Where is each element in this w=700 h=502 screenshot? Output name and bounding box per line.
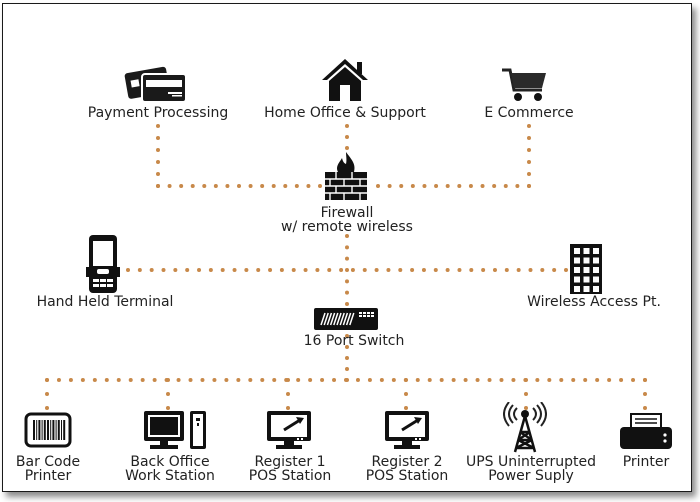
e-commerce-label: E Commerce xyxy=(484,105,574,121)
barcode-bar xyxy=(61,420,62,440)
ups-label: UPS Uninterrupted xyxy=(465,454,597,470)
ap-cell xyxy=(583,248,590,254)
radio-tower-icon xyxy=(503,402,547,453)
credit-cards-icon xyxy=(124,66,187,103)
hand-held-terminal-label: Hand Held Terminal xyxy=(36,294,174,310)
ap-cell xyxy=(574,276,580,283)
payment-processing-label: Payment Processing xyxy=(87,105,229,121)
barcode-bar xyxy=(43,420,46,440)
ap-cell xyxy=(593,276,599,283)
barcode-printer-sublabel: Printer xyxy=(24,468,72,484)
ap-cell xyxy=(574,248,580,254)
barcode-printer-icon xyxy=(24,412,72,448)
network-switch-icon xyxy=(314,308,378,330)
printer-icon xyxy=(620,413,672,449)
ap-cell xyxy=(583,286,590,292)
switch-slat xyxy=(336,312,342,326)
barcode-bar xyxy=(47,420,49,440)
switch-slat xyxy=(345,312,352,326)
ups-sublabel: Power Suply xyxy=(488,468,574,484)
back-office-sublabel: Work Station xyxy=(125,468,215,484)
switch-slat xyxy=(333,312,339,326)
switch-slat xyxy=(326,312,333,326)
barcode-printer-label: Bar Code xyxy=(15,454,81,470)
ap-cell xyxy=(574,267,580,273)
barcode-bar xyxy=(36,420,38,440)
barcode-bar xyxy=(57,420,60,440)
ap-cell xyxy=(593,257,599,264)
back-office-label: Back Office xyxy=(130,454,210,470)
firewall-label: Firewall xyxy=(320,205,374,221)
ap-cell xyxy=(574,286,580,292)
switch-slat xyxy=(349,312,355,326)
house-icon xyxy=(322,59,368,101)
barcode-bar xyxy=(63,420,66,440)
ap-cell xyxy=(583,276,590,283)
shopping-cart-icon xyxy=(502,68,546,101)
barcode-bar xyxy=(33,420,35,440)
ap-cell xyxy=(593,248,599,254)
barcode-bar xyxy=(55,420,57,440)
pos-monitor-icon xyxy=(385,411,429,449)
ap-cell xyxy=(583,267,590,273)
workstation-icon xyxy=(144,411,206,449)
home-office-label: Home Office & Support xyxy=(264,105,426,121)
ap-cell xyxy=(593,286,599,292)
switch-slat xyxy=(329,312,336,326)
barcode-bar xyxy=(41,420,43,440)
switch-slat xyxy=(339,312,345,326)
firewall-sublabel: w/ remote wireless xyxy=(281,219,413,235)
switch-slat xyxy=(323,312,329,326)
wireless-access-point-label: Wireless Access Pt. xyxy=(527,294,661,310)
register-1-label: Register 1 xyxy=(254,454,326,470)
barcode-bar xyxy=(52,420,55,440)
barcode-bar xyxy=(38,420,41,440)
mobile-terminal-icon xyxy=(86,235,120,293)
printer-label: Printer xyxy=(622,454,670,470)
pos-monitor-icon xyxy=(267,411,311,449)
switch-slat xyxy=(320,312,326,326)
ap-cell xyxy=(574,257,580,264)
access-point-icon xyxy=(570,244,602,294)
register-1-sublabel: POS Station xyxy=(248,468,332,484)
register-2-label: Register 2 xyxy=(371,454,443,470)
register-2-sublabel: POS Station xyxy=(365,468,449,484)
switch-label: 16 Port Switch xyxy=(303,333,405,349)
ap-cell xyxy=(583,257,590,264)
switch-slat xyxy=(342,312,349,326)
barcode-bar xyxy=(50,420,52,440)
firewall-icon xyxy=(325,152,367,200)
ap-cell xyxy=(593,267,599,273)
